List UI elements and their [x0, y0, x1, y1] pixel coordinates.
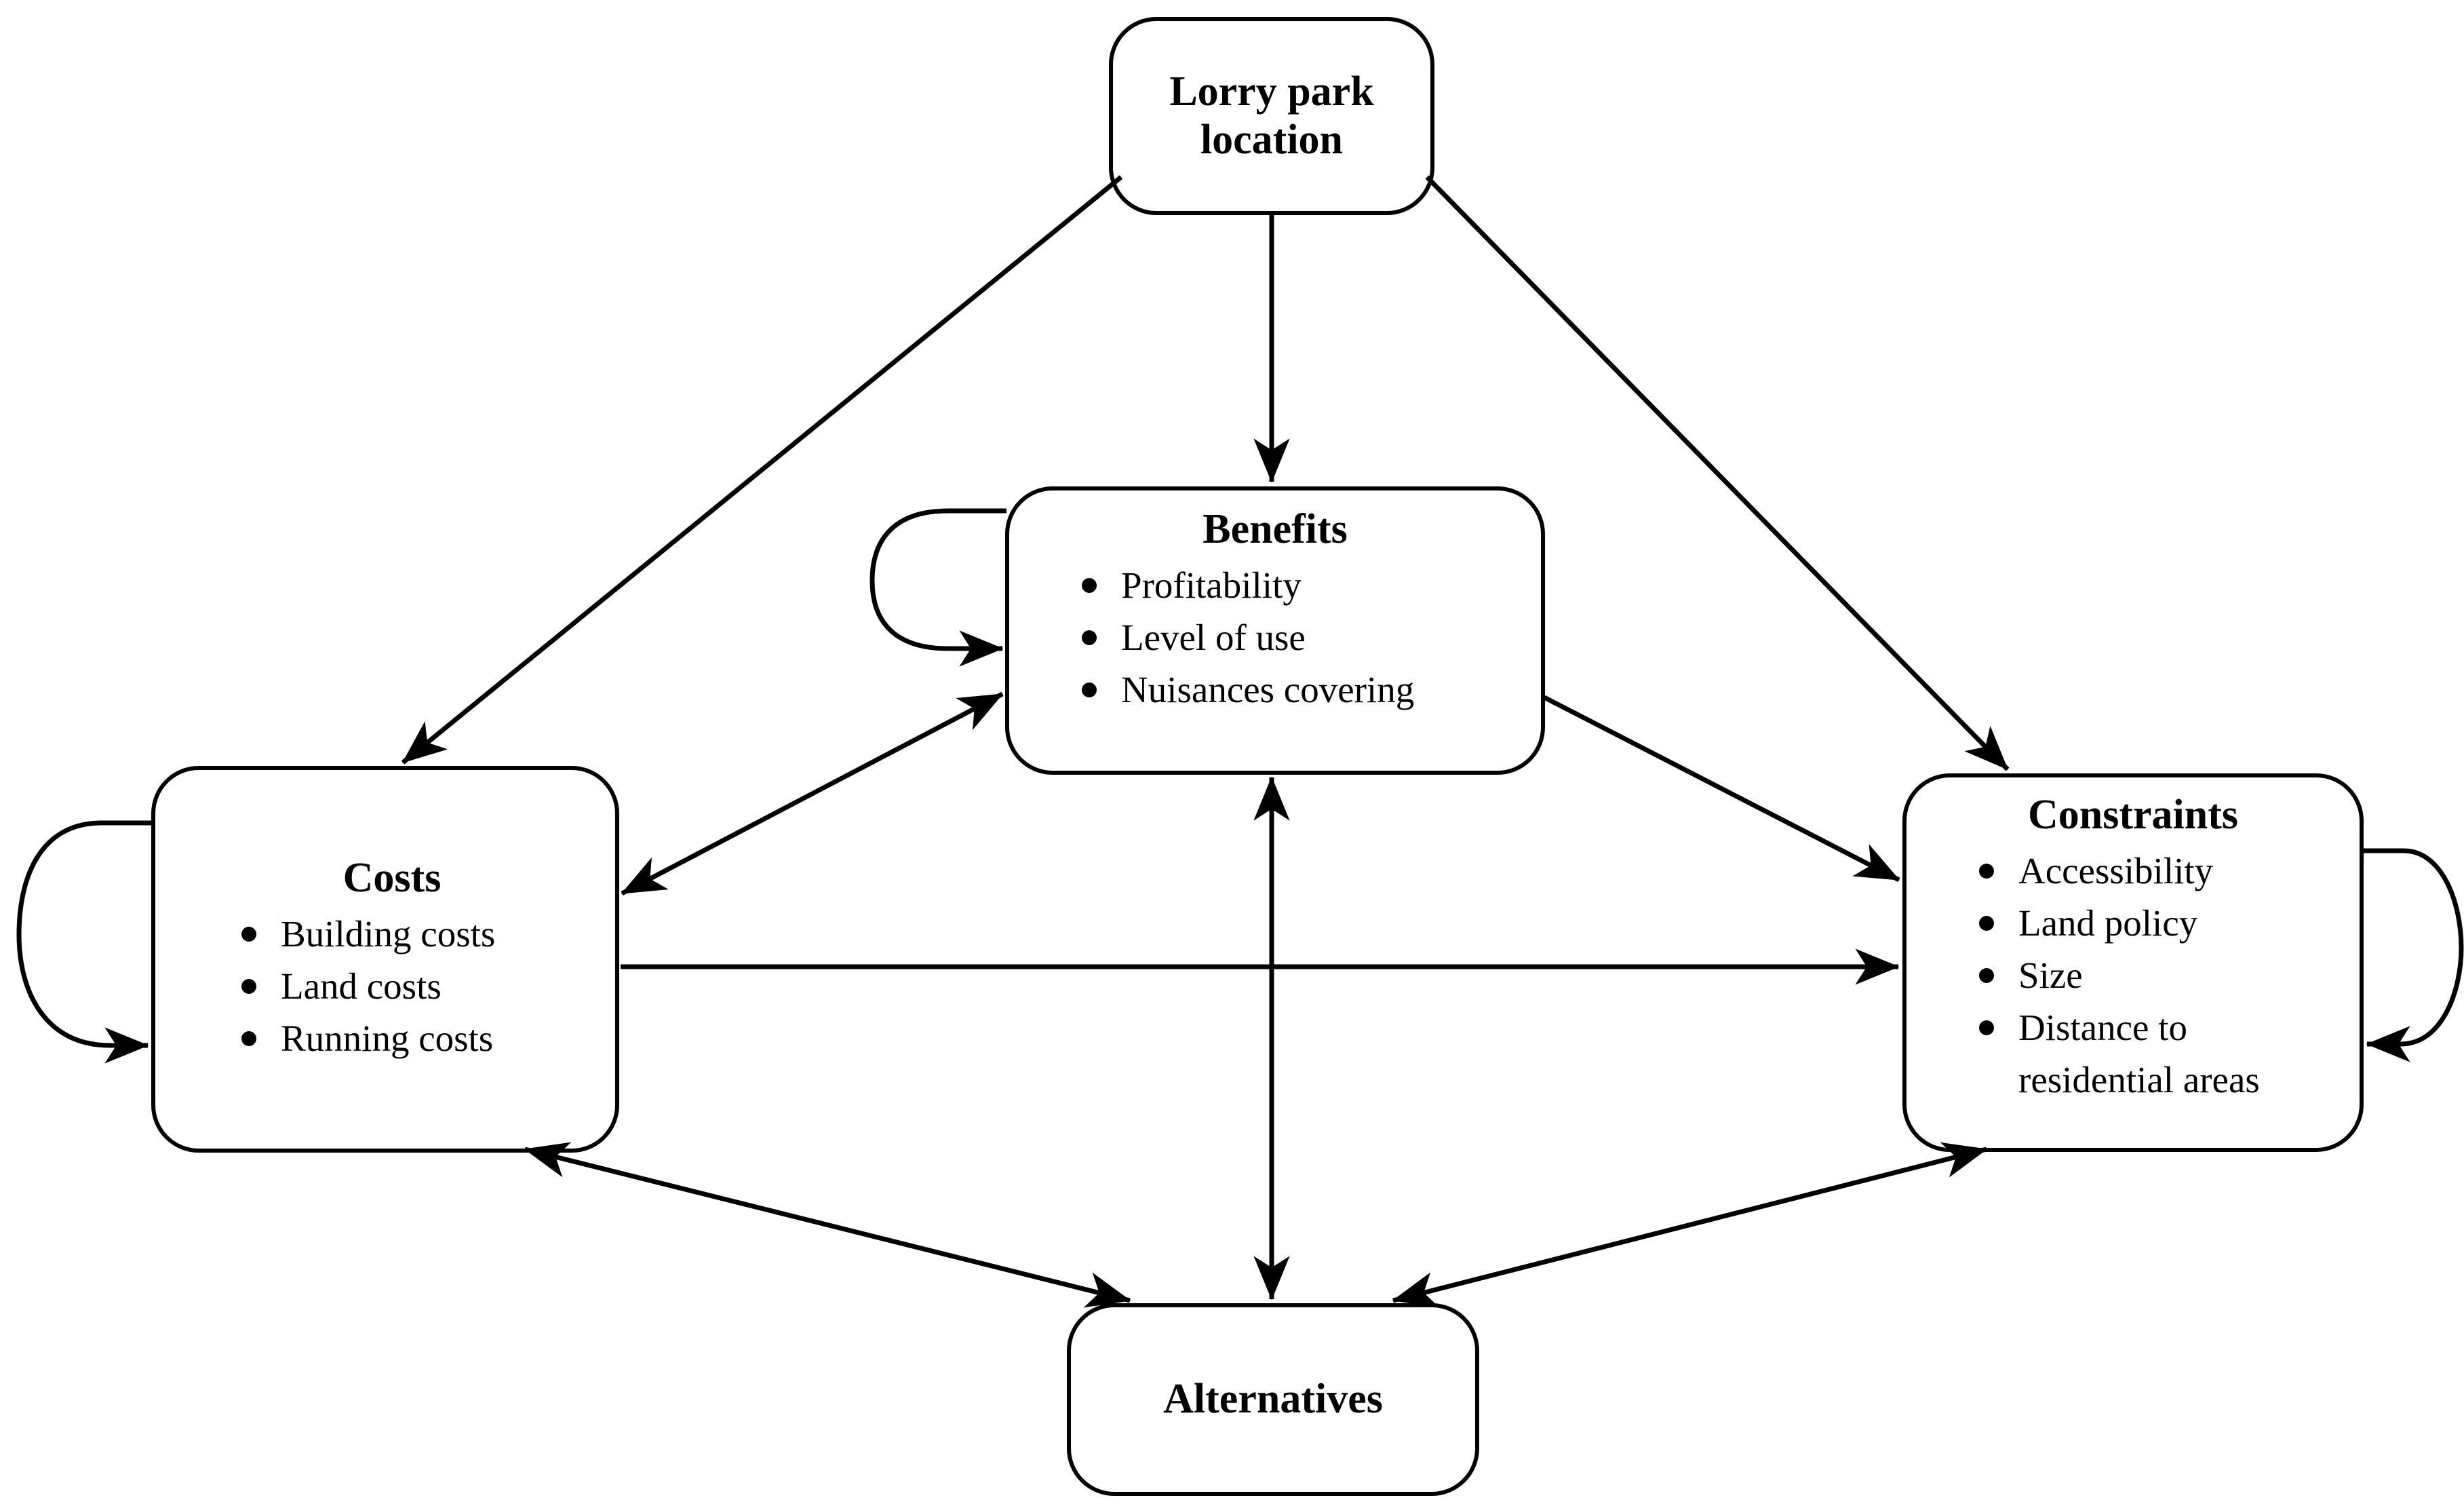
bullet-item: Running costs: [241, 1012, 595, 1064]
bullet-item: Size: [1979, 949, 2339, 1001]
node-title: Lorry park location: [1169, 68, 1374, 163]
edge-benefits-costs: [621, 691, 1004, 896]
edge-constraints-self-loop: [2362, 848, 2464, 1062]
edge-benefits-self-loop: [869, 508, 1006, 667]
bullet-item: Distance to residential areas: [1979, 1001, 2339, 1106]
node-title: Alternatives: [1163, 1376, 1383, 1423]
edge-benefits-constraints: [1543, 695, 1900, 883]
bullet-item: Land costs: [241, 960, 595, 1012]
node-alternatives: Alternatives: [1067, 1303, 1479, 1496]
bullet-item: Profitability: [1082, 559, 1521, 611]
edge-costs-alternatives: [524, 1142, 1131, 1308]
node-title: Costs: [343, 854, 442, 901]
edge-constraints-alternatives: [1392, 1142, 1988, 1308]
bullet-item: Land policy: [1979, 897, 2339, 949]
edge-costs-self-loop: [16, 820, 153, 1064]
node-title: Constraints: [2027, 792, 2239, 838]
bullet-item: Nuisances covering: [1082, 663, 1521, 716]
bullet-item: Accessibility: [1979, 845, 2339, 897]
bullet-item: Level of use: [1082, 611, 1521, 663]
node-lorry-park-location: Lorry park location: [1109, 17, 1434, 215]
bullet-item: Building costs: [241, 908, 595, 960]
node-title: Benefits: [1202, 506, 1348, 552]
